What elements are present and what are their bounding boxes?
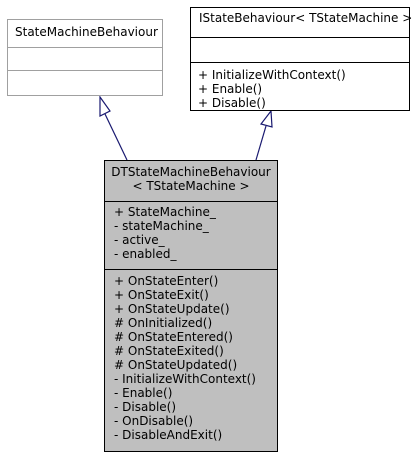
operation-item: + OnStateUpdate() bbox=[114, 302, 230, 316]
operation-item: - OnDisable() bbox=[114, 414, 194, 428]
operation-item: - InitializeWithContext() bbox=[114, 372, 256, 386]
attribute-item: + StateMachine_ bbox=[114, 205, 216, 219]
operations-section: + InitializeWithContext() + Enable() + D… bbox=[191, 62, 409, 110]
attributes-section bbox=[8, 47, 162, 70]
class-title-section: StateMachineBehaviour bbox=[8, 20, 162, 47]
operation-item: - Disable() bbox=[114, 400, 177, 414]
attribute-item: - active_ bbox=[114, 233, 165, 247]
operation-item: # OnStateExited() bbox=[114, 344, 224, 358]
operation-item: # OnInitialized() bbox=[114, 316, 213, 330]
operation-item: + InitializeWithContext() bbox=[198, 68, 346, 82]
inheritance-arrow-left bbox=[99, 95, 128, 161]
class-box-dt-state-machine-behaviour: DTStateMachineBehaviour < TStateMachine … bbox=[104, 160, 278, 452]
class-box-istate-behaviour: IStateBehaviour< TStateMachine > + Initi… bbox=[190, 7, 413, 111]
operation-item: + OnStateEnter() bbox=[114, 274, 219, 288]
class-title: StateMachineBehaviour bbox=[15, 25, 158, 39]
operation-item: + Enable() bbox=[198, 82, 263, 96]
attribute-item: - stateMachine_ bbox=[114, 219, 209, 233]
class-title-section: DTStateMachineBehaviour < TStateMachine … bbox=[105, 161, 277, 201]
operation-item: - Enable() bbox=[114, 386, 173, 400]
operation-item: + OnStateExit() bbox=[114, 288, 209, 302]
attributes-section bbox=[191, 37, 409, 62]
operation-item: # OnStateUpdated() bbox=[114, 358, 238, 372]
class-title: IStateBehaviour< TStateMachine > bbox=[199, 11, 413, 25]
operation-item: - DisableAndExit() bbox=[114, 428, 223, 442]
operation-item: + Disable() bbox=[198, 96, 266, 110]
operations-section bbox=[8, 70, 162, 95]
class-title-section: IStateBehaviour< TStateMachine > bbox=[191, 8, 413, 37]
operations-section: + OnStateEnter() + OnStateExit() + OnSta… bbox=[105, 269, 277, 451]
operation-item: # OnStateEntered() bbox=[114, 330, 233, 344]
attributes-section: + StateMachine_ - stateMachine_ - active… bbox=[105, 201, 277, 269]
class-title-line1: DTStateMachineBehaviour bbox=[111, 165, 271, 179]
inheritance-arrow-right bbox=[255, 109, 273, 161]
class-title-line2: < TStateMachine > bbox=[132, 179, 250, 193]
attribute-item: - enabled_ bbox=[114, 247, 177, 261]
class-box-state-machine-behaviour: StateMachineBehaviour bbox=[7, 19, 163, 96]
